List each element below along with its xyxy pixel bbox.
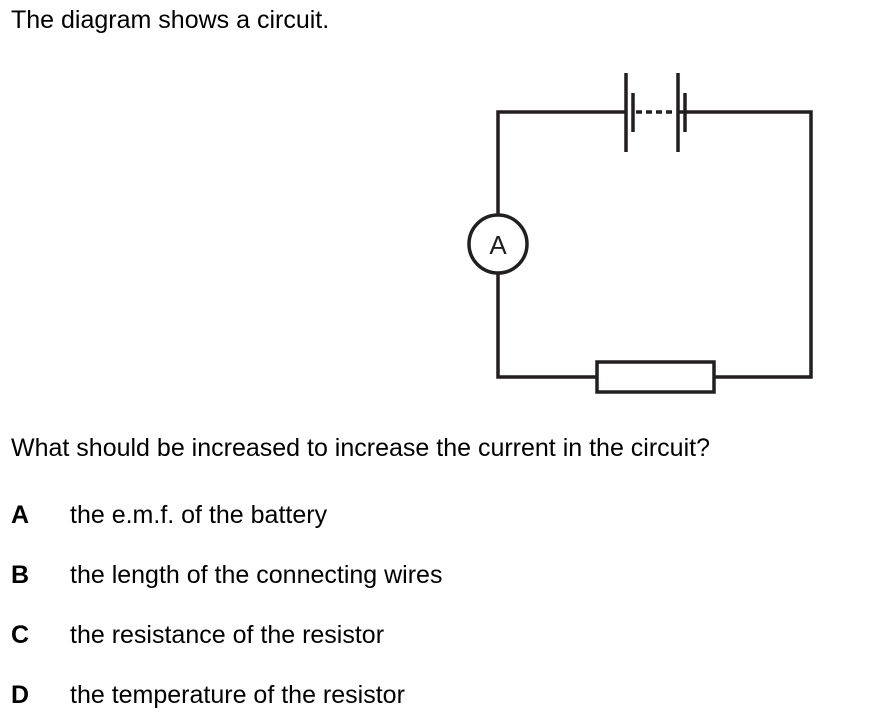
option-d-text: the temperature of the resistor (70, 681, 405, 709)
intro-text: The diagram shows a circuit. (11, 6, 330, 34)
option-c-letter: C (11, 621, 30, 649)
resistor (595, 360, 716, 394)
option-b-text: the length of the connecting wires (70, 561, 443, 589)
option-c-text: the resistance of the resistor (70, 621, 385, 649)
ammeter-label: A (489, 230, 507, 260)
wire (496, 110, 813, 379)
option-a-text: the e.m.f. of the battery (70, 501, 328, 529)
option-a-letter: A (11, 501, 30, 529)
option-d-letter: D (11, 681, 30, 709)
option-b-letter: B (11, 561, 30, 589)
question-text: What should be increased to increase the… (11, 434, 710, 462)
ammeter (467, 213, 529, 275)
